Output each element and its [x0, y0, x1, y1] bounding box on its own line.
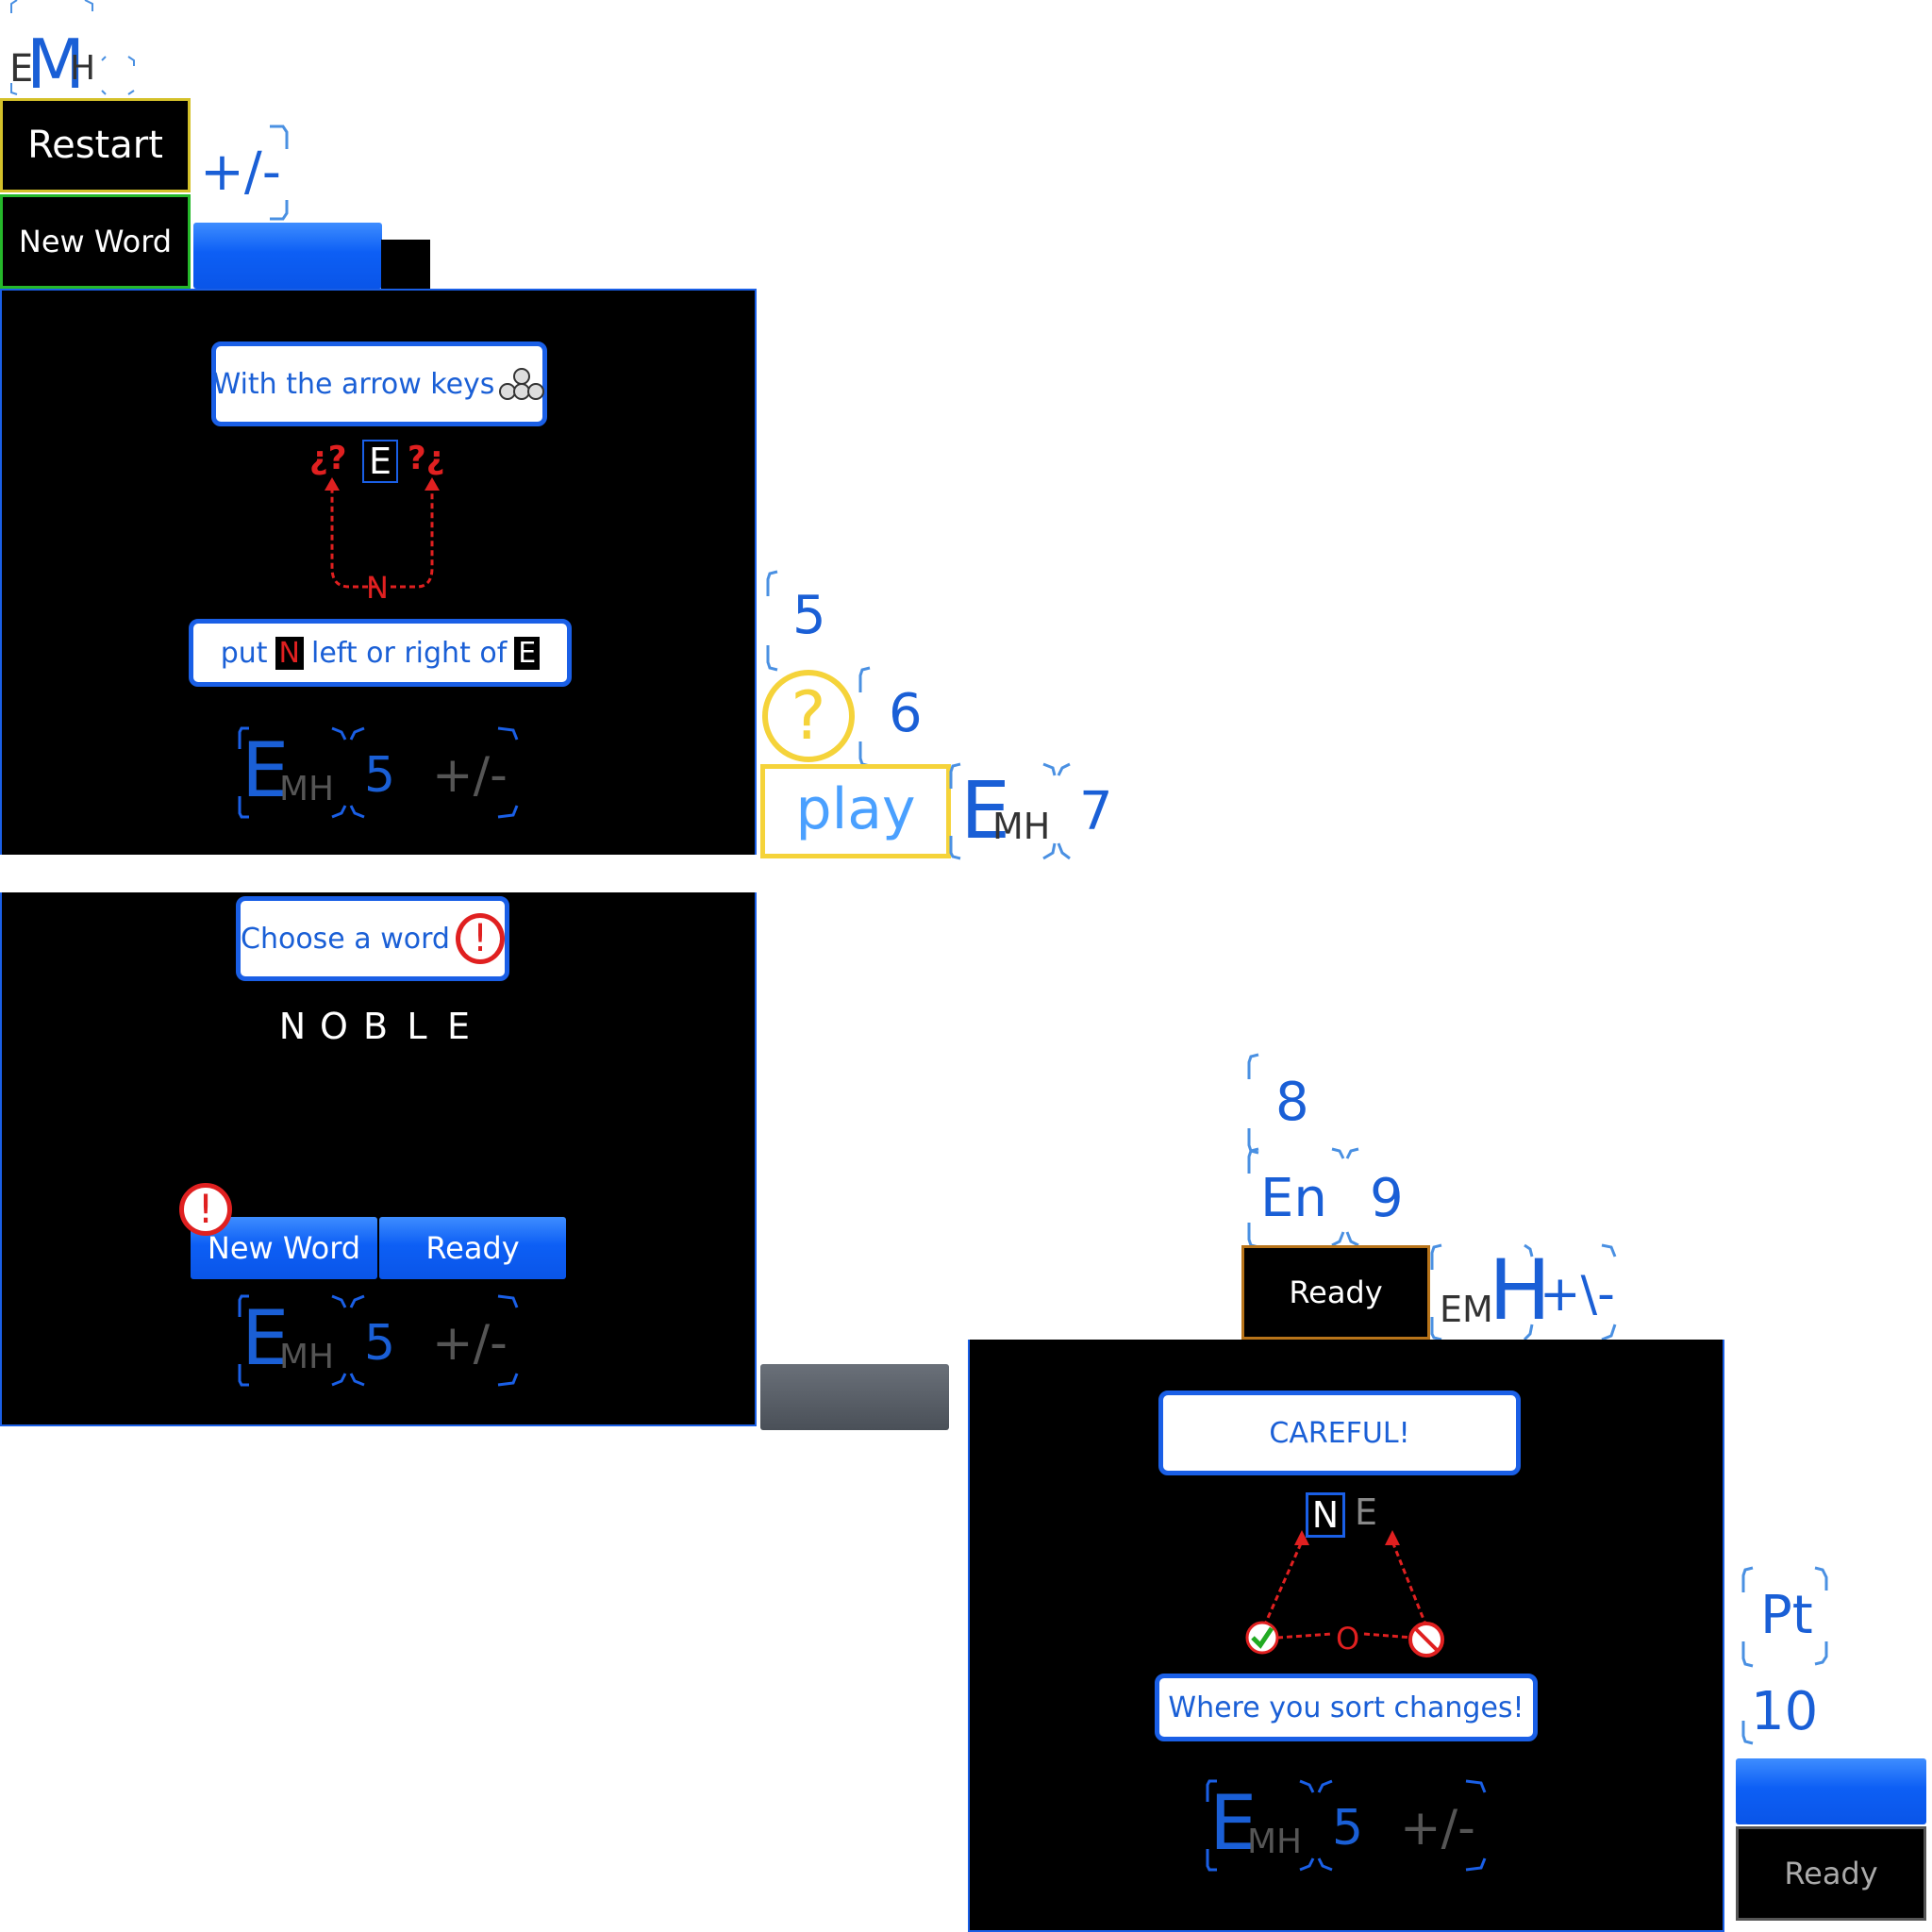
put-text-b: left or right of [311, 636, 508, 670]
gray-bar[interactable] [760, 1364, 949, 1430]
label-en: En [1260, 1168, 1327, 1229]
label-pt: Pt [1760, 1585, 1813, 1646]
label-5: 5 [792, 585, 826, 646]
level-brackets-1 [238, 726, 519, 819]
exclamation-icon-2: ! [179, 1183, 232, 1236]
level-selector-2[interactable]: E MH 5 +/- [238, 1294, 521, 1389]
blue-bar-bottom[interactable] [1736, 1758, 1926, 1824]
label-10: 10 [1751, 1681, 1819, 1742]
move-arrows-1 [325, 477, 440, 589]
word-letter[interactable]: E [446, 1006, 470, 1047]
logo-h: H [70, 49, 96, 88]
arrow-keys-icon [499, 368, 545, 400]
sort-changes-text: Where you sort changes! [1168, 1690, 1524, 1724]
letter-e-target: E [362, 440, 398, 483]
play-level-e: E [960, 764, 1011, 857]
level-num: 5 [364, 1315, 396, 1372]
level-e: E [242, 726, 290, 814]
sort-arrows [1245, 1530, 1444, 1657]
ready-top-right-button[interactable]: Ready [1241, 1245, 1430, 1340]
word-letters: N O B L E [274, 1006, 481, 1053]
logo: E M H [6, 25, 138, 104]
put-hint: put N left or right of E [189, 619, 572, 687]
letter-n-move: N [366, 570, 389, 606]
level-plusminus[interactable]: +/- [1400, 1800, 1475, 1857]
right-level-m: M [1462, 1289, 1493, 1330]
level-plusminus[interactable]: +/- [432, 1315, 508, 1372]
play-level-selector[interactable]: E MH [955, 764, 1115, 858]
label-pt-brackets [1741, 1566, 1828, 1668]
arrow-keys-text: With the arrow keys [212, 367, 495, 401]
choose-word-hint: Choose a word ! [236, 896, 509, 981]
label-8-brackets [1247, 1053, 1259, 1155]
arrow-keys-hint: With the arrow keys [211, 341, 547, 426]
play-level-brackets [949, 762, 1071, 860]
exclamation-icon-1: ! [455, 913, 505, 964]
top-plusminus-brackets [270, 125, 289, 221]
play-button[interactable]: play [760, 764, 951, 858]
word-letter[interactable]: O [320, 1006, 348, 1047]
careful-text: CAREFUL! [1269, 1416, 1410, 1450]
level-brackets-2 [238, 1294, 519, 1387]
level-selector-3[interactable]: E MH 5 +/- [1206, 1779, 1489, 1874]
level-mh: MH [279, 1338, 335, 1376]
letter-n-sorted: N [1306, 1492, 1345, 1538]
right-level-plusminus[interactable]: +\- [1540, 1266, 1615, 1323]
new-word-top-button[interactable]: New Word [0, 194, 191, 289]
letter-e-sorted: E [1354, 1491, 1377, 1533]
label-en-brackets [1247, 1147, 1359, 1249]
label-5-brackets [766, 570, 778, 672]
play-level-mh: MH [992, 806, 1051, 847]
word-letter[interactable]: B [362, 1006, 389, 1047]
label-7: 7 [1079, 781, 1113, 842]
level-num: 5 [364, 747, 396, 804]
level-mh: MH [1247, 1823, 1303, 1861]
tutorial-panel-2 [0, 892, 757, 1426]
put-letter-e: E [514, 636, 541, 670]
level-e: E [242, 1294, 290, 1382]
put-text-a: put [220, 636, 268, 670]
level-mh: MH [279, 770, 335, 808]
top-plusminus[interactable]: +/- [200, 142, 281, 203]
label-6-brackets [858, 666, 871, 768]
level-e: E [1209, 1779, 1257, 1867]
logo-m: M [26, 25, 86, 104]
logo-brackets [10, 0, 135, 95]
level-brackets-3 [1206, 1779, 1487, 1872]
letter-o-move: O [1336, 1621, 1360, 1657]
black-tab [381, 240, 430, 291]
restart-button[interactable]: Restart [0, 98, 191, 192]
question-left: ¿? [309, 440, 347, 477]
question-right: ?¿ [408, 440, 445, 477]
ready-bottom-right-button[interactable]: Ready [1736, 1826, 1926, 1921]
choose-word-text: Choose a word [241, 922, 450, 956]
right-level-brackets [1430, 1243, 1617, 1341]
label-6: 6 [889, 683, 923, 744]
blue-bar-top[interactable] [193, 223, 382, 289]
help-icon[interactable]: ? [762, 670, 855, 762]
word-letter[interactable]: L [407, 1006, 427, 1047]
put-letter-n: N [275, 636, 304, 670]
ready-panel-button[interactable]: Ready [379, 1217, 566, 1279]
right-level-selector[interactable]: E M H +\- [1434, 1241, 1632, 1340]
logo-e: E [9, 47, 34, 91]
level-plusminus[interactable]: +/- [432, 747, 508, 804]
right-level-h: H [1489, 1241, 1552, 1339]
sort-changes-hint: Where you sort changes! [1155, 1674, 1538, 1741]
careful-hint: CAREFUL! [1158, 1391, 1521, 1475]
word-letter[interactable]: N [278, 1006, 307, 1047]
level-selector-1[interactable]: E MH 5 +/- [238, 726, 521, 821]
label-10-brackets [1741, 1721, 1754, 1745]
level-num: 5 [1332, 1800, 1364, 1857]
label-9: 9 [1370, 1168, 1404, 1229]
label-8: 8 [1275, 1072, 1309, 1133]
right-level-e: E [1440, 1289, 1463, 1330]
